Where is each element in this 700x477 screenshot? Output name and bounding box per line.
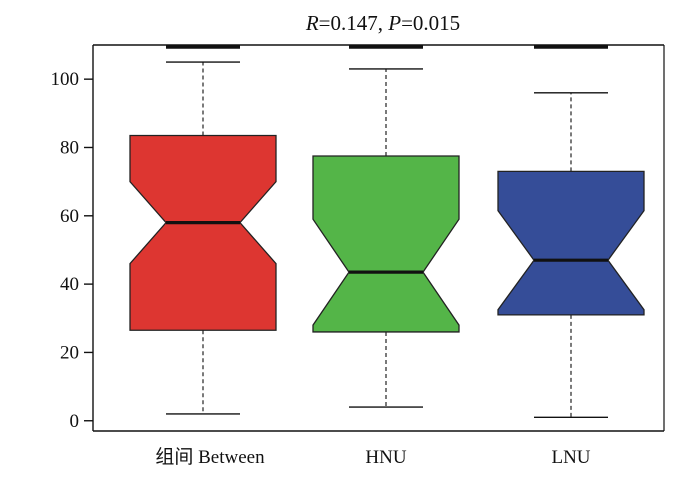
box-between [129,134,277,331]
x-tick-label-hnu: HNU [365,447,406,468]
chart-title-part-2: P [387,11,401,35]
y-tick-label-0: 0 [70,411,80,432]
y-tick-label-20: 20 [60,342,79,363]
x-tick-label-between: 组间 Between [155,446,265,468]
chart-title: R=0.147, P=0.015 [305,11,460,35]
y-tick-label-80: 80 [60,137,79,158]
y-tick-label-40: 40 [60,274,79,295]
chart-title-part-0: R [305,11,319,35]
chart-title-part-1: =0.147, [319,11,389,35]
box-hnu [312,155,460,333]
x-tick-label-lnu: LNU [551,447,590,468]
y-tick-label-60: 60 [60,206,79,227]
boxes-layer [129,44,645,419]
text-layer: 0 20 40 60 80 100 组间 Between HNU LNU R=0.147, P=0… [51,11,591,468]
chart-title-part-3: =0.015 [401,11,460,35]
box-lnu [497,170,645,316]
y-tick-label-100: 100 [51,69,80,90]
